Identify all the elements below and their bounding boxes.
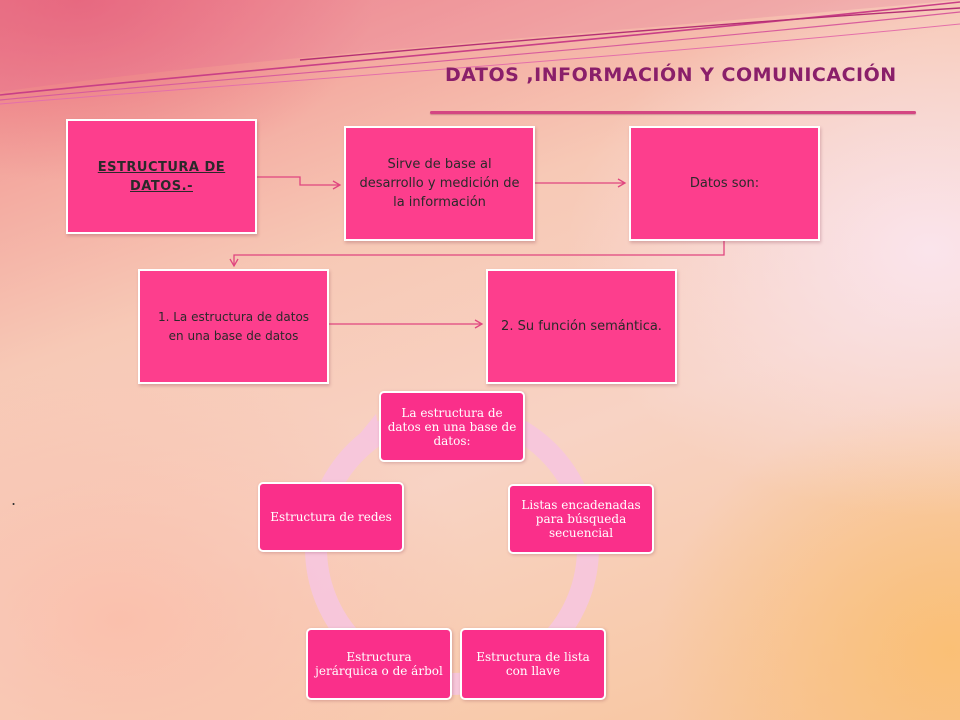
datos-son-label: Datos son: (689, 176, 760, 191)
estructura-base-datos-label: 1. La estructura de datos en una base de… (157, 309, 310, 343)
cycle-node-base-datos: La estructura de datos en una base de da… (379, 391, 525, 462)
decorative-swoosh (0, 0, 960, 105)
connector-3-to-4 (229, 241, 725, 268)
estructura-de-datos-box: ESTRUCTURA DE DATOS.- (66, 119, 257, 234)
connector-1-to-2 (257, 176, 342, 190)
funcion-semantica-label: 2. Su función semántica. (501, 318, 662, 334)
cycle-arrowhead (358, 414, 382, 446)
estructura-de-datos-label: ESTRUCTURA DE DATOS.- (97, 159, 226, 194)
title-underline (430, 111, 916, 114)
sirve-de-base-box: Sirve de base al desarrollo y medición d… (344, 126, 535, 241)
sirve-de-base-label: Sirve de base al desarrollo y medición d… (359, 157, 520, 210)
page-title: DATOS ,INFORMACIÓN Y COMUNICACIÓN (445, 64, 897, 86)
datos-son-box: Datos son: (629, 126, 820, 241)
cycle-node-listas-encadenadas: Listas encadenadas para búsqueda secuenc… (508, 484, 654, 554)
bullet-dot: . (11, 490, 17, 509)
estructura-base-datos-box: 1. La estructura de datos en una base de… (138, 269, 329, 384)
cycle-node-lista-con-llave: Estructura de lista con llave (460, 628, 606, 700)
funcion-semantica-box: 2. Su función semántica. (486, 269, 677, 384)
cycle-node-redes: Estructura de redes (258, 482, 404, 552)
cycle-node-jerarquica-arbol: Estructura jerárquica o de árbol (306, 628, 452, 700)
